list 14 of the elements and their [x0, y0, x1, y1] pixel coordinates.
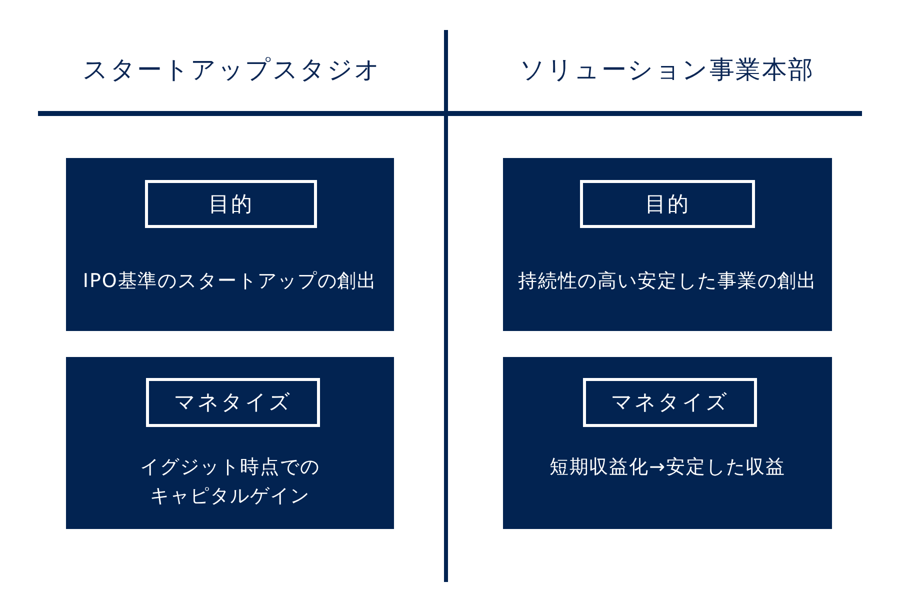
- heading-box: マネタイズ: [583, 378, 757, 427]
- card: [66, 357, 394, 529]
- heading-box: 目的: [145, 180, 317, 228]
- card-body-text: 短期収益化→安定した収益: [548, 455, 787, 480]
- column-heading: スタートアップスタジオ: [82, 54, 382, 86]
- card-body-text: 持続性の高い安定した事業の創出: [516, 269, 818, 294]
- card-body-text: イグジット時点でのキャピタルゲイン: [139, 455, 321, 509]
- card: [66, 158, 394, 331]
- card: [503, 357, 832, 529]
- card: [503, 158, 832, 331]
- heading-box: マネタイズ: [146, 378, 320, 427]
- heading-box: 目的: [580, 180, 755, 228]
- card-body-text: IPO基準のスタートアップの創出: [82, 269, 378, 294]
- column-heading: ソリューション事業本部: [518, 54, 816, 86]
